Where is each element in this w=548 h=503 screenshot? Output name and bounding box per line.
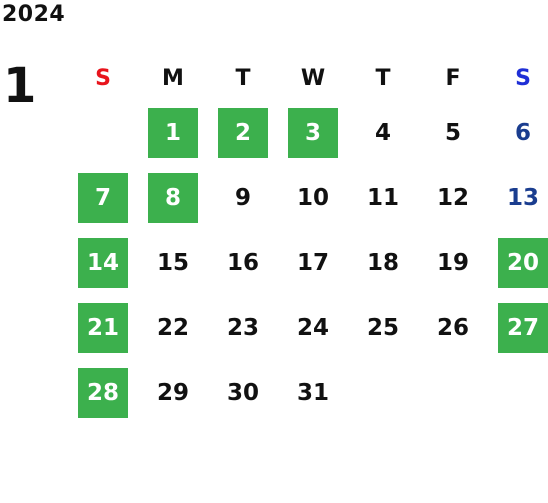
calendar-day-number: 29 xyxy=(156,379,189,406)
calendar-day-cell[interactable]: 12 xyxy=(418,165,488,230)
calendar-day-cell[interactable]: 29 xyxy=(138,360,208,425)
calendar-day-number: 27 xyxy=(498,302,548,353)
calendar-day-number: 2 xyxy=(218,107,268,158)
calendar-day-number: 4 xyxy=(374,119,391,146)
calendar-day-number: 17 xyxy=(296,249,329,276)
weekday-header-friday: F xyxy=(445,66,461,91)
calendar-month-number: 1 xyxy=(3,58,37,114)
calendar-day-number: 15 xyxy=(156,249,189,276)
weekday-header-saturday: S xyxy=(515,66,531,91)
calendar-day-cell[interactable]: 23 xyxy=(208,295,278,360)
calendar-year: 2024 xyxy=(2,2,66,27)
calendar-day-cell[interactable]: 18 xyxy=(348,230,418,295)
calendar-day-cell[interactable]: 9 xyxy=(208,165,278,230)
calendar-day-number: 30 xyxy=(226,379,259,406)
calendar-day-number: 24 xyxy=(296,314,329,341)
calendar-day-number: 18 xyxy=(366,249,399,276)
calendar-day-number: 1 xyxy=(148,107,198,158)
calendar-day-cell[interactable]: 28 xyxy=(68,360,138,425)
calendar-day-number: 22 xyxy=(156,314,189,341)
calendar-day-number: 5 xyxy=(444,119,461,146)
calendar-day-cell[interactable]: 13 xyxy=(488,165,548,230)
weekday-header-tuesday: T xyxy=(235,66,251,91)
calendar-day-cell[interactable]: 8 xyxy=(138,165,208,230)
calendar-day-cell[interactable]: 15 xyxy=(138,230,208,295)
calendar-day-cell[interactable]: 5 xyxy=(418,100,488,165)
weekday-header-wednesday: W xyxy=(300,66,326,91)
calendar-day-cell[interactable]: 10 xyxy=(278,165,348,230)
calendar-day-cell[interactable]: 22 xyxy=(138,295,208,360)
calendar-day-cell[interactable]: 1 xyxy=(138,100,208,165)
calendar-day-number: 20 xyxy=(498,237,548,288)
calendar-day-cell[interactable]: 30 xyxy=(208,360,278,425)
calendar-day-cell[interactable]: 6 xyxy=(488,100,548,165)
calendar-day-cell[interactable]: 19 xyxy=(418,230,488,295)
weekday-header-sunday: S xyxy=(95,66,111,91)
calendar-day-cell[interactable]: 20 xyxy=(488,230,548,295)
calendar-day-cell[interactable]: 4 xyxy=(348,100,418,165)
calendar-day-number: 13 xyxy=(506,184,539,211)
calendar-day-cell[interactable]: 27 xyxy=(488,295,548,360)
calendar-day-cell[interactable]: 26 xyxy=(418,295,488,360)
calendar-day-number: 31 xyxy=(296,379,329,406)
calendar-day-number: 11 xyxy=(366,184,399,211)
calendar-day-number: 3 xyxy=(288,107,338,158)
calendar-day-cell[interactable]: 11 xyxy=(348,165,418,230)
weekday-header-monday: M xyxy=(162,66,184,91)
calendar-day-number: 7 xyxy=(78,172,128,223)
calendar-day-cell[interactable]: 25 xyxy=(348,295,418,360)
calendar-day-cell[interactable]: 7 xyxy=(68,165,138,230)
calendar-day-cell[interactable]: 24 xyxy=(278,295,348,360)
calendar-day-number: 8 xyxy=(148,172,198,223)
calendar-day-number: 21 xyxy=(78,302,128,353)
calendar-day-number: 14 xyxy=(78,237,128,288)
calendar-day-number: 10 xyxy=(296,184,329,211)
weekday-header-thursday: T xyxy=(375,66,391,91)
calendar-day-cell[interactable]: 17 xyxy=(278,230,348,295)
calendar-day-cell[interactable]: 31 xyxy=(278,360,348,425)
calendar-day-number: 16 xyxy=(226,249,259,276)
calendar-day-cell[interactable]: 16 xyxy=(208,230,278,295)
calendar-day-cell[interactable]: 14 xyxy=(68,230,138,295)
calendar-day-number: 28 xyxy=(78,367,128,418)
calendar-day-number: 23 xyxy=(226,314,259,341)
calendar-day-number: 9 xyxy=(234,184,251,211)
calendar-day-cell[interactable]: 2 xyxy=(208,100,278,165)
calendar-day-number: 19 xyxy=(436,249,469,276)
calendar-day-cell[interactable]: 3 xyxy=(278,100,348,165)
calendar-day-number: 26 xyxy=(436,314,469,341)
calendar-day-number: 12 xyxy=(436,184,469,211)
calendar-day-number: 6 xyxy=(514,119,531,146)
calendar-day-cell[interactable]: 21 xyxy=(68,295,138,360)
calendar-day-number: 25 xyxy=(366,314,399,341)
